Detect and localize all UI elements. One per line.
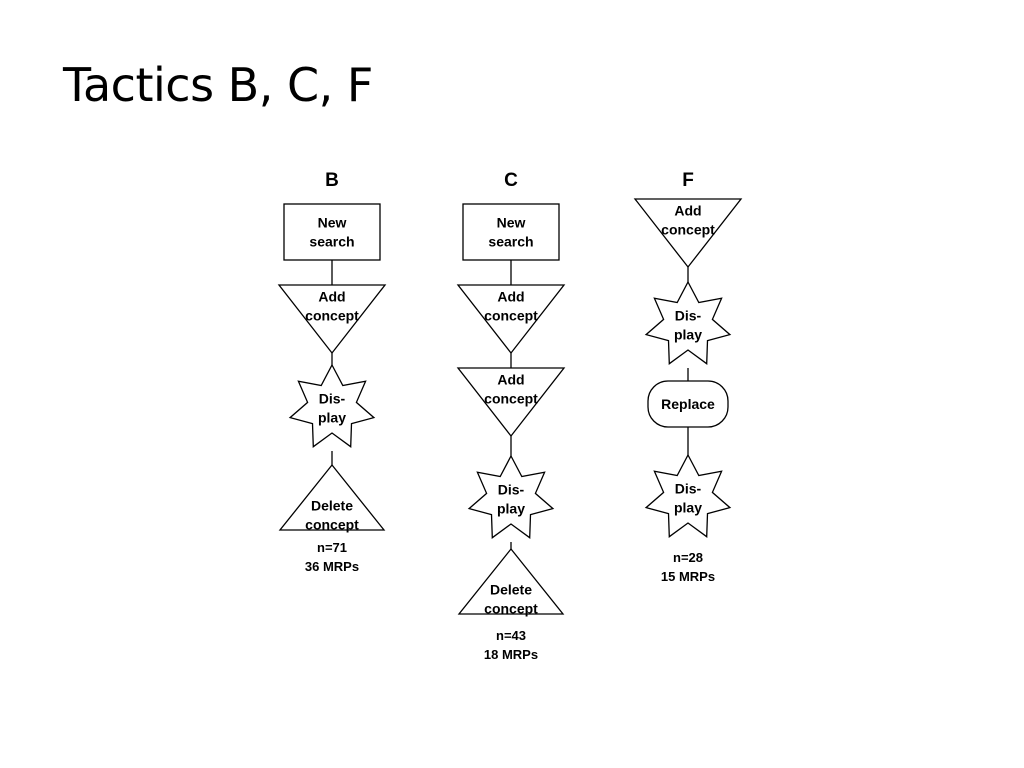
sample-count: n=28 bbox=[673, 550, 703, 565]
column-b: BNewsearchAddconceptDis-playDeleteconcep… bbox=[277, 170, 387, 574]
column-f: FAddconceptDis-playReplaceDis-playn=2815… bbox=[633, 170, 743, 584]
node-label: concept bbox=[305, 517, 359, 533]
node-label: Delete bbox=[311, 498, 353, 514]
column-c: CNewsearchAddconceptAddconceptDis-playDe… bbox=[456, 170, 566, 662]
flow-node-rect: New search bbox=[462, 203, 560, 261]
flow-node-rect: New search bbox=[283, 203, 381, 261]
rect-shape bbox=[283, 203, 381, 261]
node-label: Add bbox=[674, 203, 701, 219]
triangle-down-shape bbox=[277, 284, 387, 355]
flow-node-triangle-up: Delete concept bbox=[457, 547, 565, 617]
mrp-count: 15 MRPs bbox=[661, 569, 715, 584]
node-label: search bbox=[488, 234, 533, 250]
slide-title: Tactics B, C, F bbox=[63, 58, 373, 112]
flow-node-rounded: Replace bbox=[647, 380, 729, 428]
column-header-b: B bbox=[325, 170, 339, 191]
column-header-c: C bbox=[504, 170, 518, 191]
flow-node-triangle-up: Delete concept bbox=[278, 463, 386, 533]
triangle-down-shape bbox=[633, 198, 743, 269]
sample-count: n=71 bbox=[317, 540, 347, 555]
mrp-count: 18 MRPs bbox=[484, 647, 538, 662]
flow-node-star: Dis-play bbox=[467, 454, 555, 539]
star-shape bbox=[288, 363, 376, 448]
sample-count: n=43 bbox=[496, 628, 526, 643]
node-label: concept bbox=[305, 308, 359, 324]
node-label: Add bbox=[318, 289, 345, 305]
node-label: Add bbox=[497, 289, 524, 305]
node-label: play bbox=[497, 501, 525, 517]
flow-node-star: Dis-play bbox=[644, 453, 732, 538]
node-label: play bbox=[674, 500, 702, 516]
node-label: concept bbox=[484, 601, 538, 617]
node-label: Delete bbox=[490, 582, 532, 598]
triangle-up-shape bbox=[278, 463, 386, 531]
node-label: Dis- bbox=[498, 482, 525, 498]
node-label: Add bbox=[497, 372, 524, 388]
rect-shape bbox=[462, 203, 560, 261]
node-label: New bbox=[497, 215, 526, 231]
node-label: Dis- bbox=[675, 308, 702, 324]
rounded-shape bbox=[647, 380, 729, 428]
column-header-f: F bbox=[682, 170, 694, 191]
node-label: concept bbox=[661, 222, 715, 238]
flow-node-triangle-down: Add concept bbox=[456, 367, 566, 438]
node-label: concept bbox=[484, 308, 538, 324]
triangle-down-shape bbox=[456, 284, 566, 355]
node-label: play bbox=[674, 327, 702, 343]
flow-node-star: Dis-play bbox=[644, 280, 732, 365]
triangle-up-shape bbox=[457, 547, 565, 615]
triangle-down-shape bbox=[456, 367, 566, 438]
flow-node-triangle-down: Add concept bbox=[633, 198, 743, 269]
node-label: search bbox=[309, 234, 354, 250]
node-label: Dis- bbox=[319, 391, 346, 407]
star-shape bbox=[467, 454, 555, 539]
star-shape bbox=[644, 280, 732, 365]
node-label: Replace bbox=[661, 396, 715, 412]
node-label: New bbox=[318, 215, 347, 231]
flow-node-triangle-down: Add concept bbox=[456, 284, 566, 355]
node-label: Dis- bbox=[675, 481, 702, 497]
node-label: concept bbox=[484, 391, 538, 407]
star-shape bbox=[644, 453, 732, 538]
mrp-count: 36 MRPs bbox=[305, 559, 359, 574]
flow-node-triangle-down: Add concept bbox=[277, 284, 387, 355]
flow-node-star: Dis-play bbox=[288, 363, 376, 448]
node-label: play bbox=[318, 410, 346, 426]
